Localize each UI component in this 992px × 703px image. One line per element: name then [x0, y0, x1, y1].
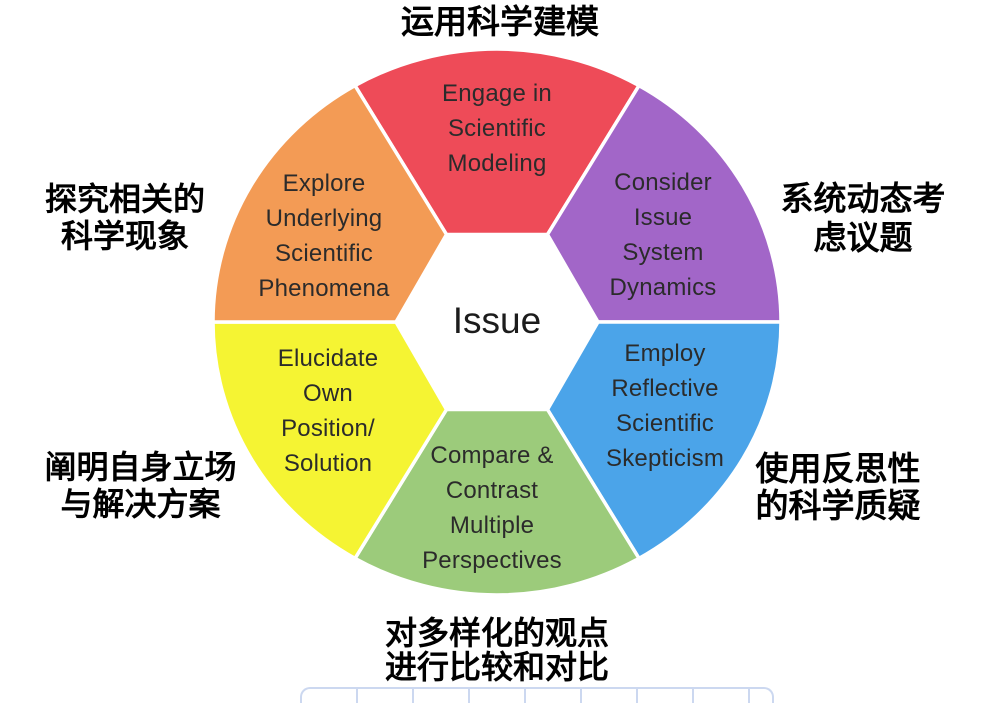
center-issue-label: Issue — [452, 300, 542, 341]
annotation-top-right-chinese: 系统动态考 虑议题 — [780, 180, 946, 256]
annotation-top-left-chinese: 探究相关的 科学现象 — [44, 181, 205, 254]
annotation-top-chinese: 运用科学建模 — [401, 3, 599, 40]
wheel-segment-employ-reflective-scientific-skepticism — [545, 320, 783, 561]
segment-label-employ-reflective-scientific-skepticism: Employ Reflective Scientific Skepticism — [605, 340, 725, 472]
wheel-segment-compare-contrast-multiple-perspectives — [353, 407, 641, 597]
wheel-segment-elucidate-own-position-solution — [211, 320, 449, 561]
annotation-bottom-right-chinese: 使用反思性 的科学质疑 — [755, 450, 921, 524]
annotation-bottom-left-chinese: 阐明自身立场 与解决方案 — [44, 449, 237, 522]
annotation-bottom-chinese: 对多样化的观点 进行比较和对比 — [384, 615, 609, 685]
segment-label-consider-issue-system-dynamics: Consider Issue System Dynamics — [609, 169, 717, 301]
wheel-segment-explore-underlying-scientific-phenomena — [211, 83, 449, 324]
wheel-segment-engage-in-scientific-modeling — [353, 47, 641, 237]
cutoff-table-top-edge — [300, 687, 774, 703]
segment-label-elucidate-own-position-solution: Elucidate Own Position/ Solution — [277, 345, 379, 477]
segment-label-explore-underlying-scientific-phenomena: Explore Underlying Scientific Phenomena — [258, 170, 390, 302]
wheel-segment-consider-issue-system-dynamics — [545, 83, 783, 324]
segment-label-engage-in-scientific-modeling: Engage in Scientific Modeling — [442, 80, 552, 177]
segment-label-compare-contrast-multiple-perspectives: Compare & Contrast Multiple Perspectives — [422, 442, 562, 574]
